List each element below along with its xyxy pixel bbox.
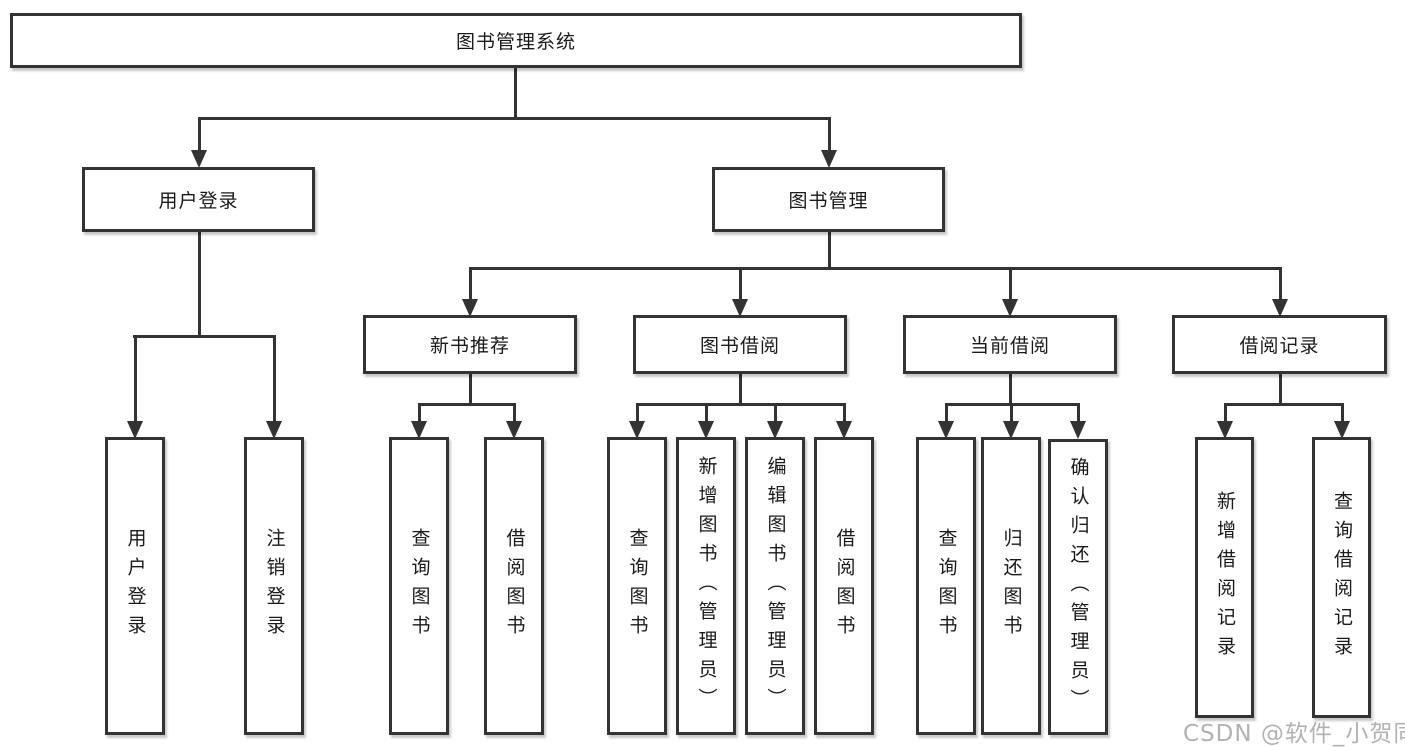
arrowhead-down-icon <box>1217 421 1233 439</box>
leaf-label: 查询图书 <box>935 528 958 644</box>
leaf-label: 查询借阅记录 <box>1331 490 1353 665</box>
connector-line-v <box>273 336 276 425</box>
connector-line-v <box>636 404 639 425</box>
connector-line-v <box>828 232 831 270</box>
connector-line-v <box>134 336 137 425</box>
leaf-label: 确认归还（管理员） <box>1067 456 1090 718</box>
connector-line-v <box>1224 404 1227 425</box>
node-book-management: 图书管理 <box>712 167 945 232</box>
connector-line-v <box>469 268 472 303</box>
connector-line-h <box>418 403 516 406</box>
connector-line-h <box>198 117 831 120</box>
node-current-borrowing: 当前借阅 <box>903 315 1117 374</box>
leaf-label: 新增图书（管理员） <box>695 455 718 717</box>
leaf-add-book-admin: 新增图书（管理员） <box>676 437 736 735</box>
leaf-label: 借阅图书 <box>503 528 526 644</box>
arrowhead-down-icon <box>629 421 645 439</box>
node-label: 新书推荐 <box>429 335 510 357</box>
leaf-label: 编辑图书（管理员） <box>764 455 787 717</box>
connector-line-v <box>843 404 846 425</box>
leaf-return-book: 归还图书 <box>981 437 1041 735</box>
connector-line-v <box>513 404 516 425</box>
leaf-user-login: 用户登录 <box>105 437 165 735</box>
connector-line-v <box>828 118 831 154</box>
connector-line-v <box>705 404 708 425</box>
leaf-label: 用户登录 <box>124 528 147 644</box>
leaf-label: 归还图书 <box>1000 528 1023 644</box>
arrowhead-down-icon <box>191 150 207 168</box>
arrowhead-down-icon <box>1334 421 1350 439</box>
node-label: 当前借阅 <box>969 335 1050 357</box>
leaf-query-books-borrowing: 查询图书 <box>607 437 667 735</box>
connector-line-v <box>1009 268 1012 303</box>
connector-line-v <box>1077 404 1080 425</box>
connector-line-v <box>739 373 742 406</box>
arrowhead-down-icon <box>1070 421 1086 439</box>
connector-line-v <box>945 404 948 425</box>
connector-line-h <box>1224 403 1344 406</box>
connector-line-v <box>1010 404 1013 425</box>
connector-line-v <box>1279 373 1282 406</box>
connector-line-v <box>1009 373 1012 406</box>
connector-line-v <box>1341 404 1344 425</box>
connector-line-v <box>739 268 742 303</box>
connector-line-h <box>133 335 276 338</box>
leaf-query-books-current: 查询图书 <box>916 437 976 735</box>
leaf-add-borrow-record: 新增借阅记录 <box>1195 437 1254 718</box>
leaf-edit-book-admin: 编辑图书（管理员） <box>745 437 805 735</box>
node-label: 用户登录 <box>158 190 239 212</box>
arrowhead-down-icon <box>732 299 748 317</box>
node-book-borrowing: 图书借阅 <box>633 315 847 374</box>
connector-line-v <box>469 373 472 406</box>
connector-line-v <box>1279 268 1282 303</box>
node-user-login: 用户登录 <box>82 167 315 232</box>
arrowhead-down-icon <box>411 421 427 439</box>
arrowhead-down-icon <box>127 421 143 439</box>
arrowhead-down-icon <box>266 421 282 439</box>
node-new-book-recommend: 新书推荐 <box>363 315 577 374</box>
node-borrowing-records: 借阅记录 <box>1172 315 1387 374</box>
leaf-confirm-return-admin: 确认归还（管理员） <box>1048 439 1108 735</box>
leaf-label: 注销登录 <box>263 528 286 644</box>
arrowhead-down-icon <box>767 421 783 439</box>
connector-line-h <box>636 403 846 406</box>
node-label: 图书管理 <box>788 190 869 212</box>
node-label: 图书借阅 <box>699 335 780 357</box>
arrowhead-down-icon <box>698 421 714 439</box>
leaf-label: 查询图书 <box>626 528 649 644</box>
arrowhead-down-icon <box>1003 421 1019 439</box>
arrowhead-down-icon <box>462 299 478 317</box>
connector-line-h <box>469 267 1282 270</box>
arrowhead-down-icon <box>1002 299 1018 317</box>
leaf-label: 借阅图书 <box>833 528 856 644</box>
connector-line-v <box>514 66 517 119</box>
connector-line-v <box>198 232 201 338</box>
connector-line-v <box>774 404 777 425</box>
arrowhead-down-icon <box>821 150 837 168</box>
leaf-query-borrow-record: 查询借阅记录 <box>1312 437 1371 718</box>
leaf-label: 查询图书 <box>408 528 431 644</box>
leaf-borrow-books-recommend: 借阅图书 <box>484 437 544 735</box>
arrowhead-down-icon <box>1272 299 1288 317</box>
leaf-borrow-books-borrowing: 借阅图书 <box>814 437 874 735</box>
node-label: 借阅记录 <box>1239 335 1320 357</box>
arrowhead-down-icon <box>938 421 954 439</box>
arrowhead-down-icon <box>836 421 852 439</box>
node-label: 图书管理系统 <box>455 31 576 53</box>
leaf-label: 新增借阅记录 <box>1214 490 1236 665</box>
node-root-system: 图书管理系统 <box>10 13 1022 68</box>
connector-line-v <box>418 404 421 425</box>
leaf-logout: 注销登录 <box>244 437 304 735</box>
leaf-query-books-recommend: 查询图书 <box>389 437 449 735</box>
connector-line-v <box>198 118 201 154</box>
arrowhead-down-icon <box>506 421 522 439</box>
csdn-watermark: CSDN @软件_小贺同学 <box>1183 721 1405 747</box>
